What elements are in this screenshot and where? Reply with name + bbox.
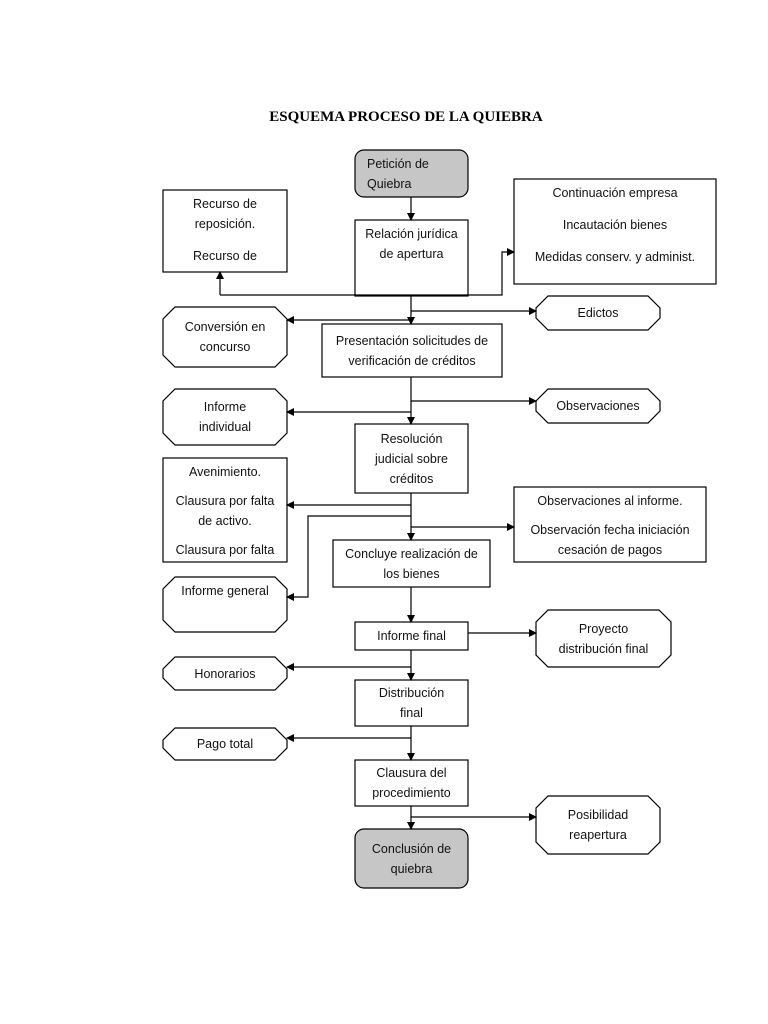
node-observaciones: Observaciones (536, 389, 660, 423)
recurso-shape (162, 189, 288, 273)
node-conclusion: Conclusión de quiebra (355, 829, 468, 888)
node-text-line: Resolución (380, 431, 443, 446)
node-text-line: Relación jurídica (365, 227, 458, 241)
obs-informe-shape (513, 486, 707, 563)
informe-general-shape (162, 576, 288, 633)
node-text-line: Conclusión de (371, 841, 452, 856)
node-text-line: Informe (203, 400, 247, 414)
node-recurso: Recurso de reposición. Recurso de (163, 190, 287, 272)
node-text-line: judicial sobre (375, 451, 448, 466)
clausura-shape (354, 759, 469, 807)
node-proyecto: Proyecto distribución final (536, 610, 671, 667)
node-text-line: Petición de (367, 156, 429, 171)
node-informe-general: Informe general (163, 577, 287, 632)
node-distribucion: Distribución final (355, 680, 468, 726)
node-text-line: Clausura por falta (175, 543, 275, 557)
node-presentacion: Presentación solicitudes de verificación … (322, 324, 502, 377)
node-text-line: Clausura por falta (175, 494, 275, 508)
connector-arrow (220, 248, 515, 296)
node-text-line: quiebra (390, 861, 433, 876)
node-text-line: Conversión en (184, 320, 266, 334)
node-text-line: créditos (389, 471, 434, 486)
conversion-shape (162, 306, 288, 368)
node-text-line: Clausura del (376, 766, 447, 780)
node-text-line: Informe general (181, 584, 269, 598)
pago-total-shape (162, 727, 288, 761)
connector-arrow (286, 515, 411, 601)
node-text-line: Proyecto (578, 621, 629, 636)
concluye-shape (332, 539, 491, 588)
relacion-shape (354, 219, 469, 297)
node-text-line: de activo. (198, 514, 252, 528)
node-text-line: Observación fecha iniciación (530, 523, 690, 537)
node-posibilidad: Posibilidad reapertura (536, 796, 660, 854)
node-conversion: Conversión en concurso (163, 307, 287, 367)
node-clausura: Clausura del procedimiento (355, 760, 468, 806)
node-text-line: Medidas conserv. y administ. (534, 250, 696, 264)
node-text-line: final (400, 706, 423, 720)
node-informe-final: Informe final (355, 622, 468, 650)
presentacion-shape (321, 323, 503, 378)
node-edictos: Edictos (536, 296, 660, 330)
node-text-line: Recurso de (193, 197, 257, 211)
node-text-line: Concluye realización de (345, 546, 478, 561)
informe-final-shape (354, 621, 469, 651)
node-text-line: cesación de pagos (557, 543, 663, 557)
node-text-line: Informe final (377, 629, 446, 643)
node-text-line: los bienes (383, 566, 440, 581)
node-text-line: Observaciones (556, 399, 640, 413)
informe-individual-shape (162, 388, 288, 446)
node-text-line: de apertura (379, 247, 444, 261)
node-honorarios: Honorarios (163, 657, 287, 690)
node-text-line: reapertura (569, 828, 627, 842)
avenimiento-shape (162, 457, 288, 563)
node-text-line: Quiebra (367, 176, 412, 191)
node-text-line: Continuación empresa (552, 186, 678, 200)
node-concluye: Concluye realización de los bienes (333, 540, 490, 587)
node-text-line: Incautación bienes (562, 218, 668, 232)
node-resolucion: Resolución judicial sobre créditos (355, 424, 468, 493)
node-obs-informe: Observaciones al informe. Observación fec… (514, 487, 706, 562)
node-pago-total: Pago total (163, 728, 287, 760)
node-text-line: Distribución (378, 686, 445, 700)
distribucion-shape (354, 679, 469, 727)
node-relacion: Relación jurídica de apertura (355, 220, 468, 296)
diagram-title: ESQUEMA PROCESO DE LA QUIEBRA (269, 109, 543, 125)
honorarios-shape (162, 656, 288, 691)
node-text-line: procedimiento (372, 786, 451, 800)
node-informe-individual: Informe individual (163, 389, 287, 445)
node-text-line: Observaciones al informe. (537, 494, 683, 508)
node-text-line: concurso (199, 340, 251, 354)
node-text-line: Edictos (577, 306, 619, 320)
node-peticion: Petición de Quiebra (355, 150, 468, 197)
node-text-line: Pago total (196, 737, 254, 751)
continuacion-shape (513, 178, 717, 285)
node-text-line: verificación de créditos (348, 353, 476, 368)
node-text-line: Honorarios (194, 666, 256, 681)
node-avenimiento: Avenimiento. Clausura por falta de activo.… (163, 458, 287, 562)
node-text-line: distribución final (558, 641, 649, 656)
node-text-line: Presentación solicitudes de (335, 333, 489, 348)
node-text-line: individual (198, 420, 252, 434)
node-text-line: Avenimiento. (188, 465, 262, 479)
node-text-line: Recurso de (193, 249, 257, 263)
node-text-line: reposición. (194, 217, 256, 231)
node-text-line: Posibilidad (567, 808, 629, 822)
